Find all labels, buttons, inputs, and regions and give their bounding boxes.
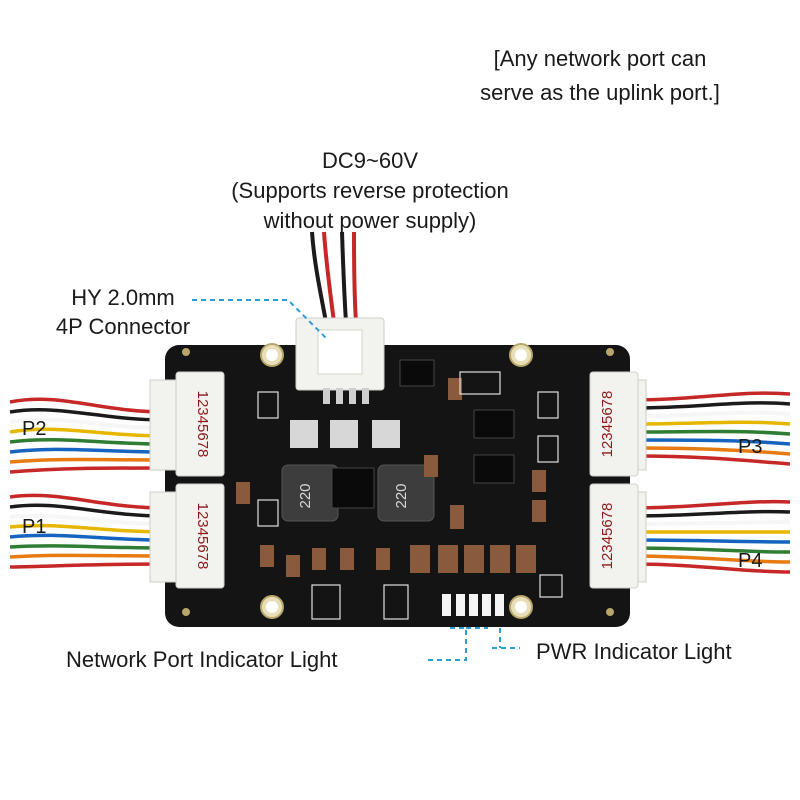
inductor-marking-right: 220 (393, 483, 410, 508)
callout-lines (192, 299, 520, 661)
port-label-p4: P4 (738, 550, 763, 572)
port-p1-cable (9, 483, 225, 589)
inductors (281, 464, 435, 522)
port-p3-cable (589, 371, 791, 477)
power-input-label: DC9~60V (Supports reverse protection wit… (170, 146, 570, 236)
port-label-p1: P1 (22, 516, 47, 538)
power-voltage: DC9~60V (321, 148, 418, 173)
pin-numbers-p1: 12345678 (194, 503, 211, 570)
uplink-note-line1: [Any network port can (493, 46, 707, 71)
hy-4p-connector (295, 317, 385, 404)
connector-label-line2: 4P Connector (55, 314, 191, 339)
connector-callout-line (192, 299, 327, 339)
uplink-note: [Any network port can serve as the uplin… (440, 42, 760, 110)
network-led-callout-line (428, 627, 488, 661)
pwr-indicator-label: PWR Indicator Light (536, 639, 732, 664)
port-p4-cable (589, 483, 791, 589)
connector-label: HY 2.0mm 4P Connector (28, 283, 218, 341)
indicator-leds (442, 594, 504, 616)
inductor-marking-left: 220 (297, 483, 314, 508)
pin-numbers-p3: 12345678 (599, 391, 616, 458)
pin-numbers-p2: 12345678 (194, 391, 211, 458)
mounting-holes (182, 343, 614, 619)
pin-numbers-p4: 12345678 (599, 503, 616, 570)
capacitors (236, 378, 546, 577)
uplink-note-line2: serve as the uplink port.] (480, 80, 720, 105)
power-cable (310, 231, 358, 323)
connector-label-line1: HY 2.0mm (71, 285, 175, 310)
power-note-line1: (Supports reverse protection (231, 178, 509, 203)
port-p2-cable (9, 371, 225, 477)
silkscreen (257, 371, 563, 620)
pwr-led-callout-line (492, 628, 520, 649)
chips (290, 359, 515, 509)
network-indicator-label: Network Port Indicator Light (66, 647, 338, 672)
port-label-p3: P3 (738, 436, 763, 458)
power-note-line2: without power supply) (263, 208, 477, 233)
port-label-p2: P2 (22, 418, 47, 440)
